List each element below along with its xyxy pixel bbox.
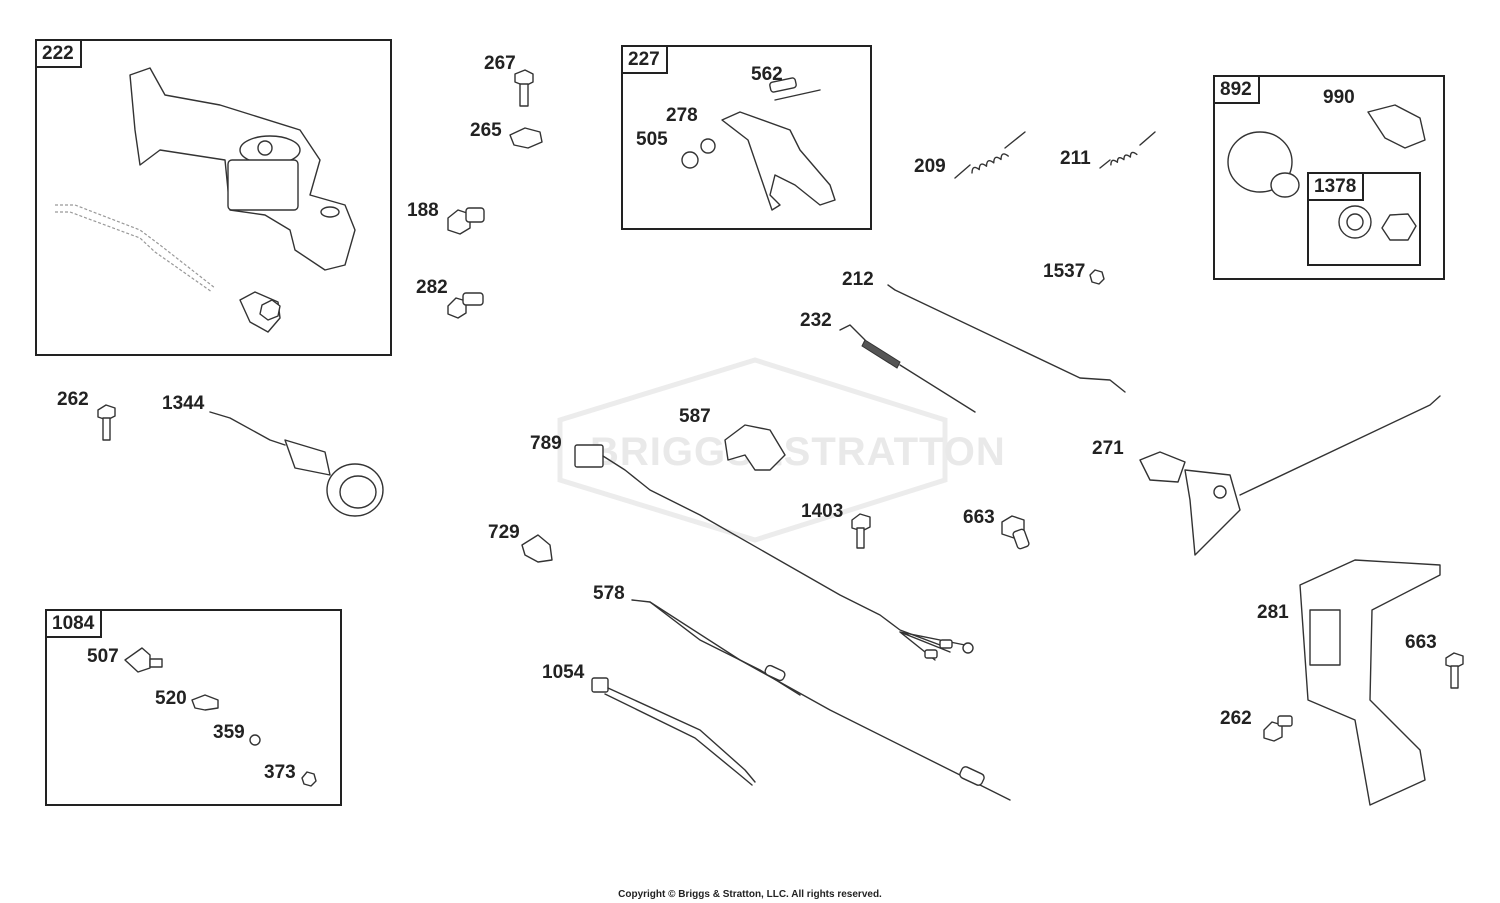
part-373-drawing [301, 771, 317, 787]
part-label-578: 578 [593, 583, 625, 604]
part-label-188: 188 [407, 200, 439, 221]
group-tag-1378: 1378 [1307, 172, 1365, 201]
part-label-520: 520 [155, 688, 187, 709]
part-892-drawing [1227, 104, 1426, 198]
part-663b-drawing [1445, 652, 1464, 689]
part-663a-drawing [1001, 515, 1030, 550]
part-587-drawing [724, 424, 786, 471]
group-box-222: 222 [35, 39, 392, 356]
part-label-663-center: 663 [963, 507, 995, 528]
group-tag-1084: 1084 [45, 609, 103, 638]
part-label-507: 507 [87, 646, 119, 667]
part-262a-drawing [97, 404, 116, 441]
part-label-262-right: 262 [1220, 708, 1252, 729]
part-label-505: 505 [636, 129, 668, 150]
part-label-587: 587 [679, 406, 711, 427]
part-1054-drawing [591, 677, 756, 786]
part-232-drawing [839, 324, 976, 413]
part-211-drawing [1099, 131, 1156, 169]
group-box-1084: 1084 [45, 609, 342, 806]
part-label-209: 209 [914, 156, 946, 177]
part-label-267: 267 [484, 53, 516, 74]
part-label-211: 211 [1060, 148, 1091, 169]
part-507-drawing [124, 647, 163, 673]
group-box-892: 892 [1213, 75, 1445, 280]
part-267-drawing [514, 69, 534, 107]
part-label-282: 282 [416, 277, 448, 298]
part-label-281: 281 [1257, 602, 1289, 623]
part-label-562: 562 [751, 64, 783, 85]
part-label-278: 278 [666, 105, 698, 126]
part-label-663-right: 663 [1405, 632, 1437, 653]
part-520-drawing [191, 694, 219, 711]
part-label-1403: 1403 [801, 501, 844, 522]
part-label-271: 271 [1092, 438, 1124, 459]
part-label-265: 265 [470, 120, 502, 141]
part-label-789: 789 [530, 433, 562, 454]
part-578-drawing [631, 599, 1011, 801]
part-212-drawing [887, 284, 1126, 393]
part-1378-drawing [1338, 205, 1417, 241]
copyright-notice: Copyright © Briggs & Stratton, LLC. All … [618, 889, 882, 900]
part-1403-drawing [851, 513, 871, 549]
part-label-729: 729 [488, 522, 520, 543]
part-729-drawing [521, 534, 553, 563]
brand-watermark-text: BRIGGS&STRATTON [590, 430, 1006, 474]
part-281-drawing [1299, 559, 1441, 806]
part-label-990: 990 [1323, 87, 1355, 108]
part-1344-drawing [209, 411, 384, 517]
part-label-262-left: 262 [57, 389, 89, 410]
group-box-227: 227 [621, 45, 872, 230]
part-1537-drawing [1089, 269, 1105, 285]
part-789-drawing [574, 444, 974, 661]
part-271-drawing [1139, 395, 1441, 556]
part-label-232: 232 [800, 310, 832, 331]
part-209-drawing [954, 131, 1026, 179]
part-282-drawing [447, 292, 484, 319]
group-tag-227: 227 [621, 45, 668, 74]
part-265-drawing [509, 127, 543, 149]
group-box-1378: 1378 [1307, 172, 1421, 266]
part-label-1344: 1344 [162, 393, 205, 414]
part-label-1054: 1054 [542, 662, 585, 683]
part-label-1537: 1537 [1043, 261, 1086, 282]
part-222-drawing [55, 67, 356, 333]
group-tag-892: 892 [1213, 75, 1260, 104]
part-359-drawing [249, 734, 261, 746]
part-label-212: 212 [842, 269, 874, 290]
part-188-drawing [447, 207, 485, 235]
part-label-373: 373 [264, 762, 296, 783]
part-label-359: 359 [213, 722, 245, 743]
part-227-drawing [681, 77, 836, 211]
part-262b-drawing [1263, 715, 1293, 742]
group-tag-222: 222 [35, 39, 82, 68]
